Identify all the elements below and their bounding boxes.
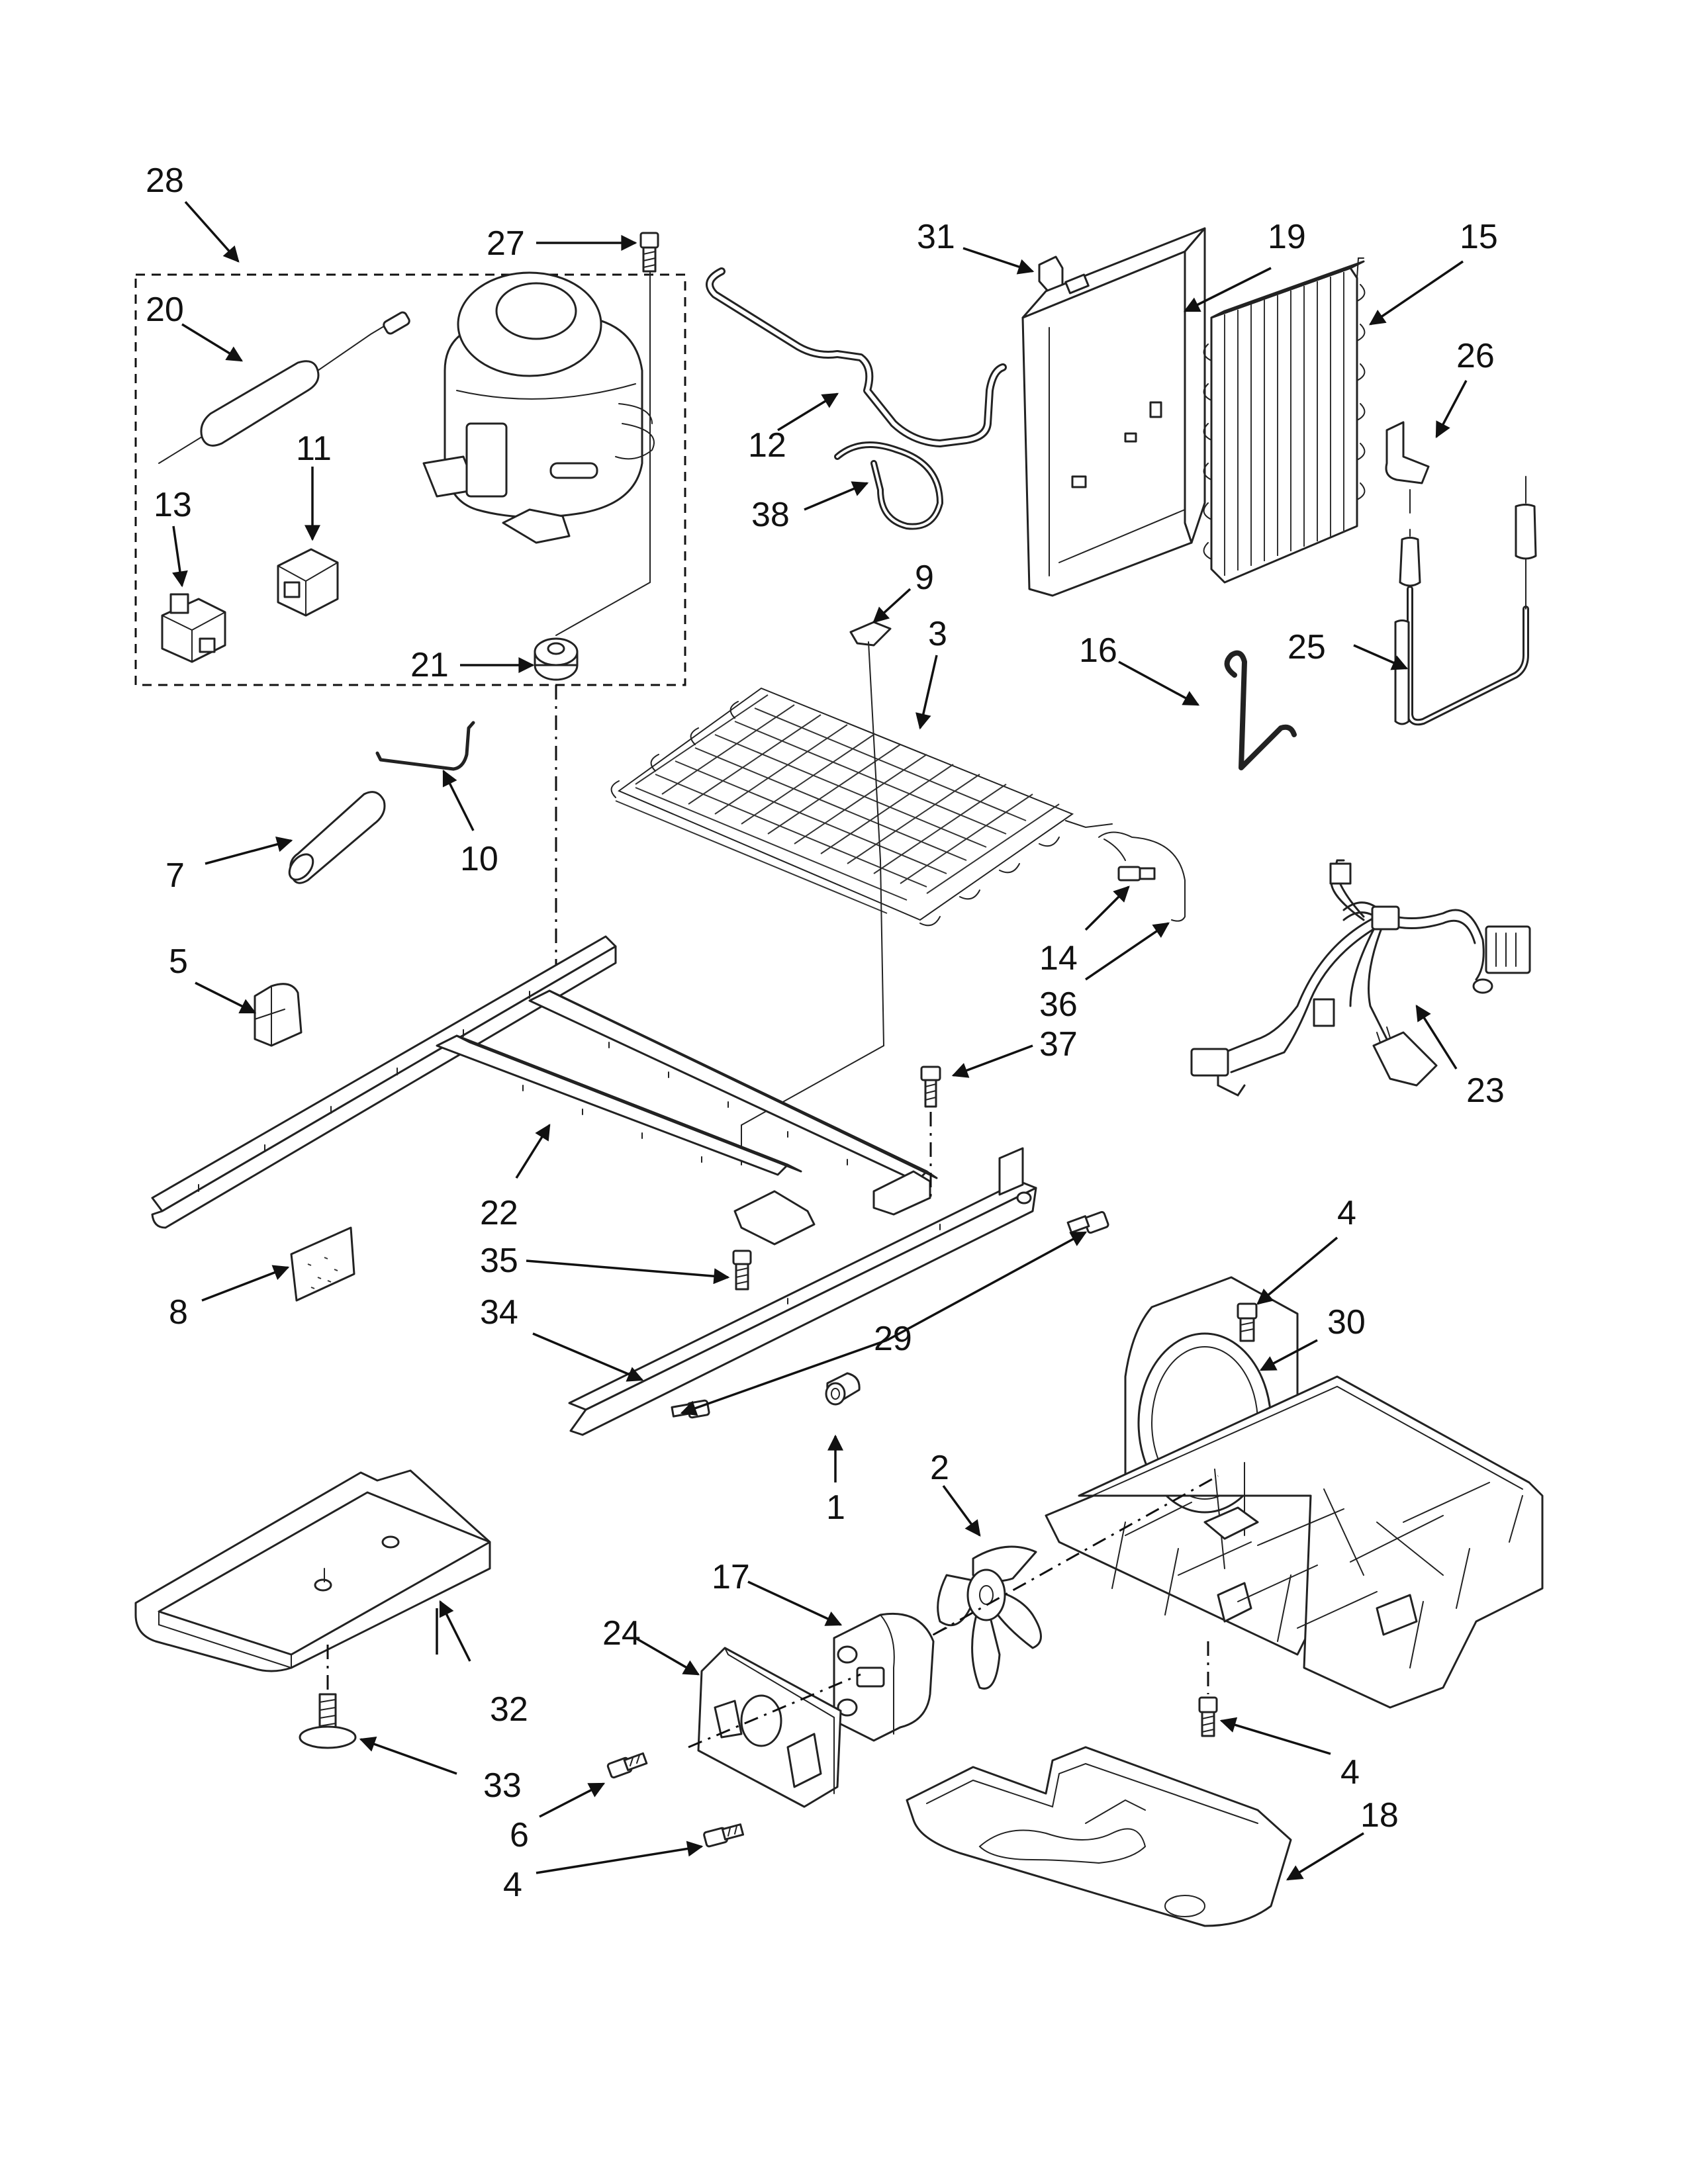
callout-17: 17 <box>712 1558 750 1596</box>
callout-20: 20 <box>146 291 184 329</box>
frame-rails <box>151 935 938 1246</box>
grommet-1 <box>825 1372 861 1406</box>
evaporator <box>610 687 1113 927</box>
screw-29-right <box>1066 1210 1109 1234</box>
callout-15: 15 <box>1460 218 1498 256</box>
callout-27: 27 <box>487 224 525 263</box>
fan-shroud-base <box>1045 1276 1544 1709</box>
screw-27 <box>639 232 659 273</box>
callout-30: 30 <box>1327 1303 1366 1342</box>
filter-drier <box>158 311 410 464</box>
wire-harness <box>1190 859 1531 1097</box>
motor-bracket <box>697 1647 842 1808</box>
screw-4-upper <box>1237 1302 1258 1342</box>
bracket-centerline <box>688 1673 861 1749</box>
heater-8 <box>290 1226 355 1302</box>
callout-11: 11 <box>296 430 332 468</box>
relay-11 <box>277 548 339 617</box>
callout-16: 16 <box>1079 631 1117 670</box>
callout-10: 10 <box>460 840 498 878</box>
callout-12: 12 <box>748 426 786 465</box>
bracket-16 <box>1224 650 1297 770</box>
screw-6 <box>606 1752 648 1779</box>
callout-36: 36 <box>1039 985 1078 1024</box>
callout-7: 7 <box>165 856 185 895</box>
callout-29: 29 <box>874 1320 912 1358</box>
compressor-lead <box>555 271 651 636</box>
clip-9 <box>849 621 892 647</box>
compressor <box>422 271 655 544</box>
callout-6: 6 <box>510 1816 529 1854</box>
callout-18: 18 <box>1360 1796 1399 1835</box>
sensor-wire <box>741 641 885 1165</box>
screw-35 <box>732 1250 752 1291</box>
callout-26: 26 <box>1456 337 1495 375</box>
callout-28: 28 <box>146 161 184 200</box>
condenser-tube <box>706 267 1007 447</box>
screw-4-lower <box>1198 1696 1218 1737</box>
callout-9: 9 <box>915 559 934 597</box>
callout-19: 19 <box>1268 218 1306 256</box>
drier-tube-25 <box>1394 476 1537 726</box>
bracket-10 <box>375 721 475 771</box>
callout-5: 5 <box>169 942 188 981</box>
leader-lines <box>172 201 1468 1881</box>
callout-4-upper: 4 <box>1337 1194 1356 1232</box>
callout-3: 3 <box>928 615 947 653</box>
condenser-shroud <box>1021 227 1206 597</box>
condenser <box>1203 257 1366 584</box>
callout-labels: 28 27 20 11 13 21 31 19 15 26 12 38 9 3 … <box>146 161 1505 1904</box>
tube-clip-38 <box>834 441 943 530</box>
callout-31: 31 <box>917 218 955 256</box>
callout-33: 33 <box>483 1766 522 1805</box>
clip-5 <box>254 983 303 1047</box>
callout-38: 38 <box>751 496 790 534</box>
callout-21: 21 <box>410 646 449 684</box>
insulation-pad <box>134 1469 491 1672</box>
callout-22: 22 <box>480 1194 518 1232</box>
callout-8: 8 <box>169 1293 188 1332</box>
callout-25: 25 <box>1288 628 1326 666</box>
motor-shaft-centerline <box>933 1475 1219 1636</box>
thermistor <box>1098 831 1186 922</box>
callout-2: 2 <box>930 1449 949 1487</box>
drain-pan <box>906 1746 1292 1927</box>
kit-boundary <box>134 273 686 686</box>
fan-blade <box>937 1545 1042 1690</box>
callout-1: 1 <box>826 1488 845 1527</box>
rail-34 <box>568 1147 1037 1436</box>
callout-4-lower: 4 <box>1340 1753 1360 1792</box>
callout-13: 13 <box>154 486 192 524</box>
callout-4-bottom: 4 <box>503 1866 522 1904</box>
callout-32: 32 <box>490 1690 528 1729</box>
clip-26 <box>1385 421 1430 484</box>
overload-13 <box>161 593 226 663</box>
callout-37: 37 <box>1039 1025 1078 1064</box>
screw-37 <box>920 1066 941 1108</box>
insulation-7 <box>288 791 386 884</box>
callout-14: 14 <box>1039 939 1078 978</box>
grommet-21 <box>534 637 579 681</box>
screw-4-bottom <box>703 1823 745 1848</box>
fan-motor <box>833 1612 947 1742</box>
leveler-33 <box>299 1645 357 1749</box>
callout-23: 23 <box>1466 1071 1505 1110</box>
callout-34: 34 <box>480 1293 518 1332</box>
callout-24: 24 <box>602 1614 641 1653</box>
callout-35: 35 <box>480 1242 518 1280</box>
